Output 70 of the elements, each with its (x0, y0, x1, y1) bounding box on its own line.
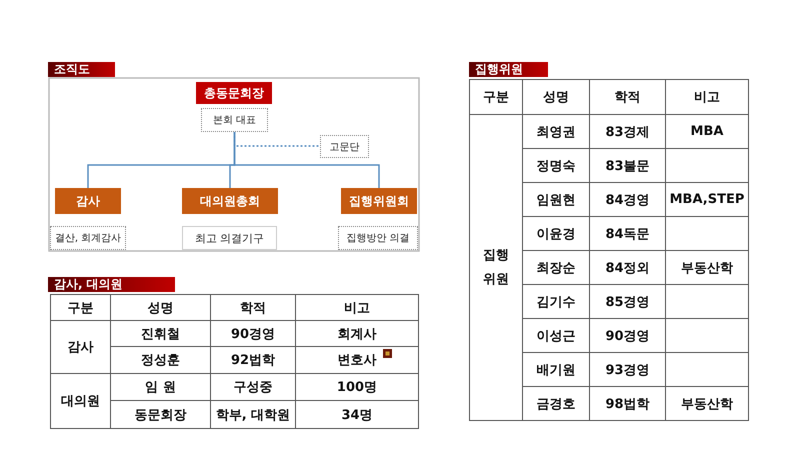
node-label: 고문단 (330, 140, 360, 154)
connector (234, 132, 380, 188)
table-cell: 정성훈 (110, 346, 210, 374)
table-cell: MBA (666, 114, 748, 148)
table-cell: 변호사 (296, 346, 418, 374)
table-cell: 진휘철 (110, 320, 210, 346)
table-cell: 92법학 (210, 346, 296, 374)
node-label: 대의원총회 (200, 192, 260, 210)
section-heading-band (469, 62, 548, 77)
node-label: 감사 (76, 192, 100, 210)
unit-box (182, 188, 278, 214)
table-cell: 최영권 (522, 114, 590, 148)
leader-box (196, 82, 272, 104)
node-label: 집행위원 (475, 61, 523, 78)
table-cell: 성명 (522, 80, 590, 114)
table-cell: 비고 (666, 80, 748, 114)
section-heading-band (48, 62, 115, 77)
table-cell: 임 원 (110, 374, 210, 400)
table-cell: 학적 (210, 294, 296, 320)
section-heading-band (48, 277, 175, 292)
table-cell: 부동산학 (666, 250, 748, 284)
table-cell: 90경영 (210, 320, 296, 346)
table-cell: 회계사 (296, 320, 418, 346)
node-label: 본회 대표 (212, 114, 256, 127)
node-label: 결산, 회계감사 (54, 232, 122, 245)
note-box (182, 226, 277, 250)
table-cell: 83불문 (590, 148, 666, 182)
table-cell: 비고 (296, 294, 418, 320)
note-box (201, 108, 268, 132)
node-label: 최고 의결기구 (194, 230, 264, 246)
node-label: 감사, 대의원 (54, 276, 123, 293)
node-label: 조직도 (54, 61, 90, 78)
table-cell: 84경영 (590, 182, 666, 216)
note-box (50, 226, 126, 250)
unit-box (341, 188, 417, 214)
table-cell: 98법학 (590, 386, 666, 420)
table-cell: 정명숙 (522, 148, 590, 182)
unit-box (55, 188, 121, 214)
table-cell: 학적 (590, 80, 666, 114)
table-cell: 임원현 (522, 182, 590, 216)
table-cell: 금경호 (522, 386, 590, 420)
table-cell: 이윤경 (522, 216, 590, 250)
table-cell: MBA,STEP (666, 182, 748, 216)
table-cell: 83경제 (590, 114, 666, 148)
table-cell: 84정외 (590, 250, 666, 284)
table-cell: 부동산학 (666, 386, 748, 420)
table-cell: 이성근 (522, 318, 590, 352)
table-cell: 학부, 대학원 (210, 400, 296, 428)
table-cell: 대의원 (50, 374, 110, 428)
table-cell: 84독문 (590, 216, 666, 250)
table-cell: 85경영 (590, 284, 666, 318)
table-cell: 90경영 (590, 318, 666, 352)
table-cell: 동문회장 (110, 400, 210, 428)
table-cell: 구성중 (210, 374, 296, 400)
table-cell: 구분 (470, 80, 522, 114)
note-box (338, 226, 418, 250)
table-cell: 집행 위원 (470, 114, 522, 420)
node-label: 집행위원회 (349, 192, 409, 210)
table-cell: 배기원 (522, 352, 590, 386)
table-cell: 성명 (110, 294, 210, 320)
node-label: 총동문회장 (204, 84, 264, 102)
table-cell: 34명 (296, 400, 418, 428)
node-label: 집행방안 의결 (346, 232, 410, 245)
table-cell: 93경영 (590, 352, 666, 386)
table-cell: 김기수 (522, 284, 590, 318)
table-cell: 100명 (296, 374, 418, 400)
table-cell: 구분 (50, 294, 110, 320)
table-cell: 감사 (50, 320, 110, 374)
table-cell: 최장순 (522, 250, 590, 284)
note-box (320, 135, 369, 158)
